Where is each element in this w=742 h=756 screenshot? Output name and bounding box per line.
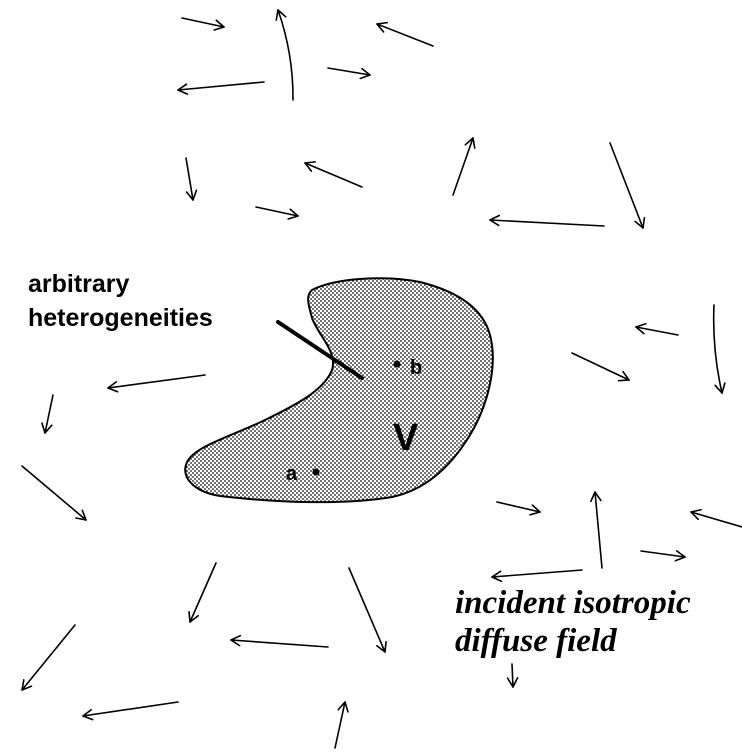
field-arrow-9 xyxy=(610,143,643,228)
field-arrow-25 xyxy=(231,640,328,647)
field-arrow-22 xyxy=(492,570,582,577)
field-arrow-23 xyxy=(190,563,216,622)
heterogeneities-label-line1: arbitrary xyxy=(28,270,130,298)
volume-label: V xyxy=(393,417,419,459)
field-arrow-13 xyxy=(636,327,678,335)
heterogeneous-region xyxy=(185,278,493,502)
point-a-dot xyxy=(313,469,320,476)
field-arrow-8 xyxy=(453,138,473,195)
field-arrow-27 xyxy=(83,702,178,716)
field-arrow-2 xyxy=(278,10,293,100)
field-arrow-4 xyxy=(178,82,264,90)
point-a-label: a xyxy=(286,463,298,485)
field-arrow-14 xyxy=(572,353,629,380)
heterogeneities-label-line2: heterogeneities xyxy=(28,304,213,332)
field-label-line1: incident isotropic xyxy=(455,585,691,621)
point-b-label: b xyxy=(410,357,422,379)
field-arrow-24 xyxy=(349,568,385,652)
field-arrow-29 xyxy=(335,702,345,748)
field-arrow-7 xyxy=(305,163,362,187)
field-label-line2: diffuse field xyxy=(455,623,617,659)
field-arrow-26 xyxy=(22,625,75,690)
field-arrow-15 xyxy=(108,375,205,388)
point-b-dot xyxy=(394,361,401,368)
field-arrow-11 xyxy=(490,220,604,226)
field-arrow-3 xyxy=(377,24,433,46)
field-arrow-17 xyxy=(22,466,86,520)
field-arrow-28 xyxy=(512,664,513,687)
field-arrow-12 xyxy=(714,305,722,393)
field-arrow-19 xyxy=(595,492,602,568)
